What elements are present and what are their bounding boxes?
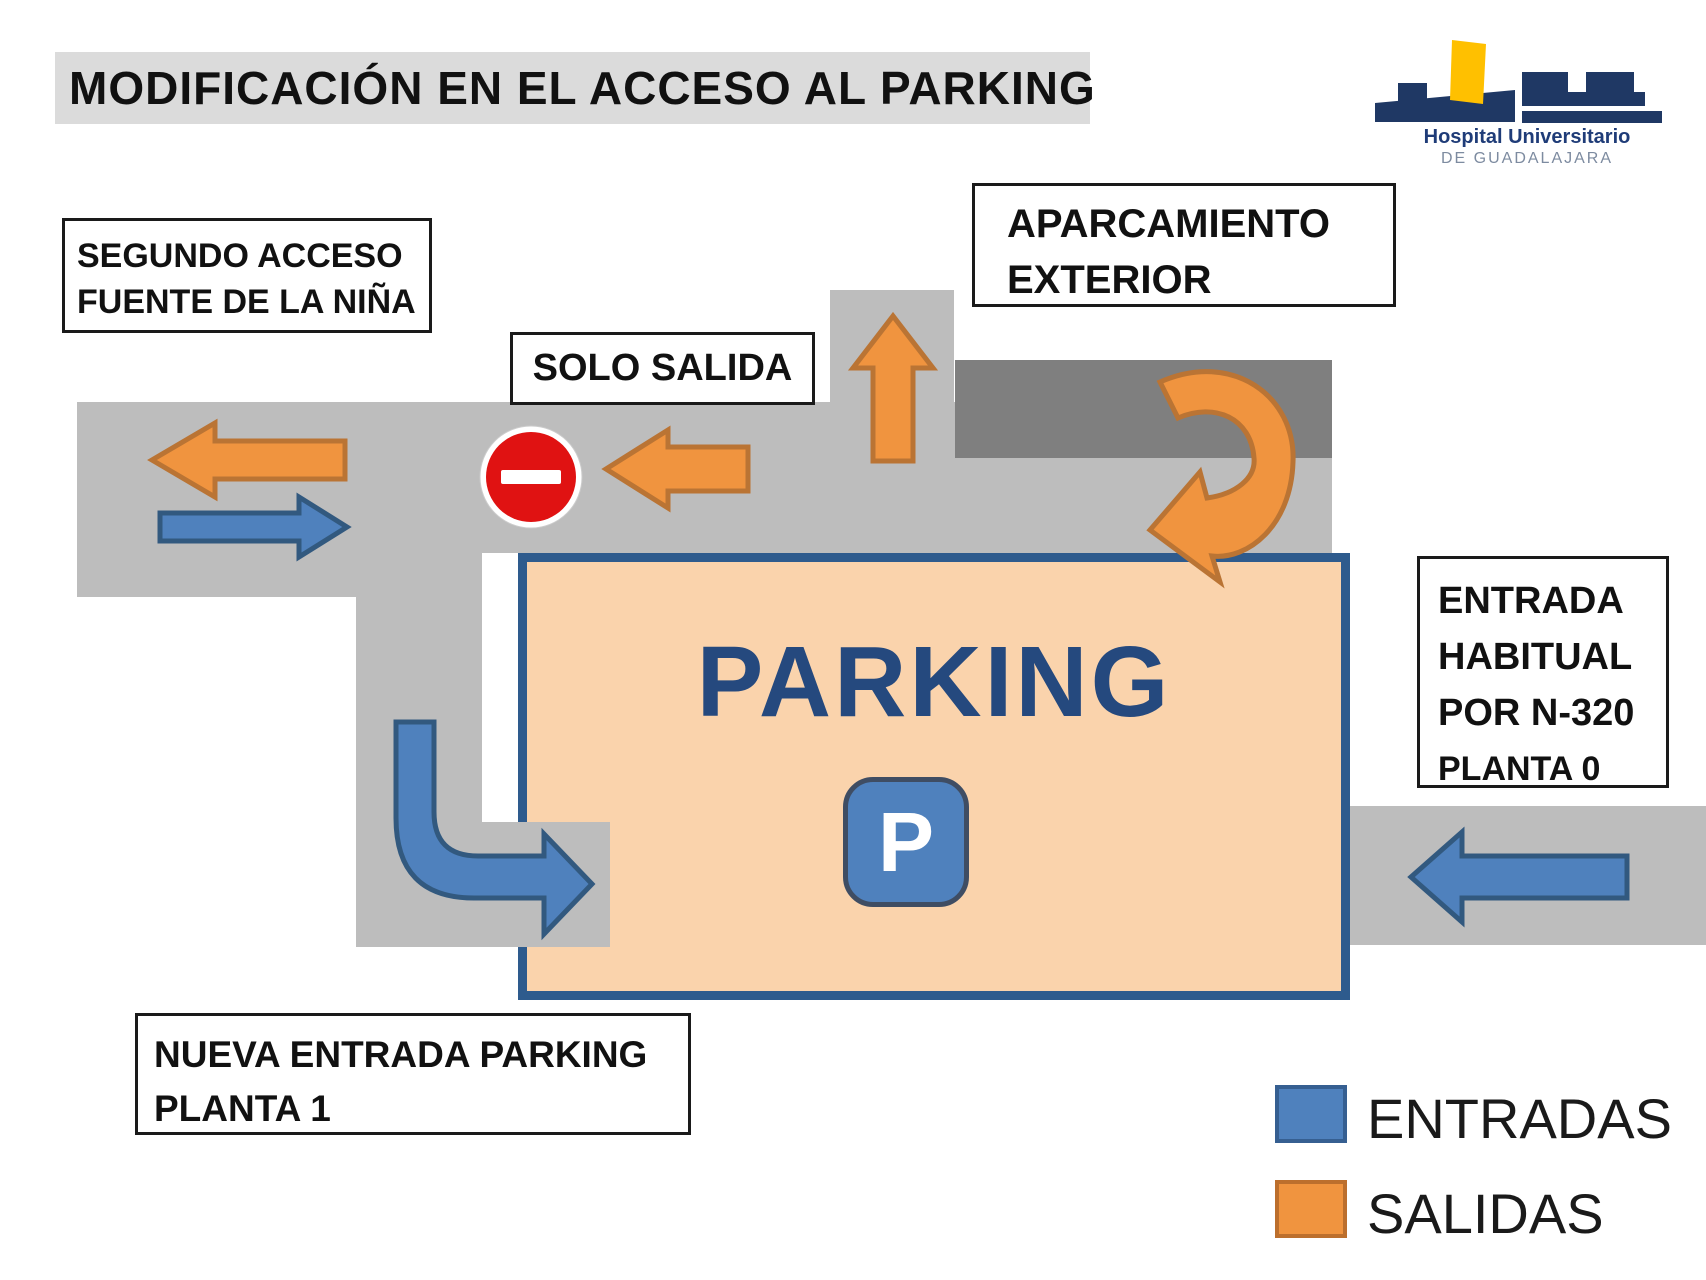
label-nueva-entrada: NUEVA ENTRADA PARKING PLANTA 1: [135, 1013, 691, 1135]
legend-entradas-swatch: [1275, 1085, 1347, 1143]
label-aparcamiento-exterior: APARCAMIENTO EXTERIOR: [972, 183, 1396, 307]
hospital-logo-name: Hospital Universitario: [1423, 126, 1631, 148]
exit-arrow-left-middle: [601, 425, 751, 513]
parking-p-letter: P: [877, 794, 935, 889]
label-entrada-line4: PLANTA 0: [1438, 750, 1601, 788]
label-segundo-line2: FUENTE DE LA NIÑA: [77, 283, 416, 321]
label-nueva-line2: PLANTA 1: [154, 1088, 331, 1129]
parking-title: PARKING: [696, 626, 1172, 738]
page-title-bar: MODIFICACIÓN EN EL ACCESO AL PARKING: [55, 52, 1095, 124]
entry-arrow-right-left-side: [157, 492, 352, 562]
exit-arrow-left-far: [147, 418, 348, 502]
parking-p-icon: P: [843, 777, 969, 907]
exit-arrow-uturn: [1146, 369, 1296, 589]
label-solo-salida-text: SOLO SALIDA: [532, 347, 793, 389]
entry-arrow-left-right-side: [1407, 826, 1630, 928]
label-nueva-line1: NUEVA ENTRADA PARKING: [154, 1034, 648, 1075]
label-entrada-line3: POR N-320: [1438, 692, 1635, 734]
legend-salidas-swatch: [1275, 1180, 1347, 1238]
page-title: MODIFICACIÓN EN EL ACCESO AL PARKING: [69, 62, 1096, 114]
hospital-logo-subname: DE GUADALAJARA: [1440, 150, 1614, 167]
hospital-logo-icon: [1375, 40, 1662, 123]
parking-area: [518, 553, 1350, 1000]
entry-arrow-curved-new-entrance: [393, 719, 596, 941]
label-aparcamiento-line2: EXTERIOR: [1007, 258, 1212, 302]
legend-entradas-label: ENTRADAS: [1367, 1087, 1672, 1150]
label-aparcamiento-line1: APARCAMIENTO: [1007, 202, 1330, 246]
no-entry-sign-icon: [479, 425, 583, 529]
label-segundo-line1: SEGUNDO ACCESO: [77, 237, 403, 275]
label-entrada-line2: HABITUAL: [1438, 636, 1633, 678]
label-entrada-line1: ENTRADA: [1438, 580, 1624, 622]
legend-salidas-label: SALIDAS: [1367, 1182, 1604, 1245]
exit-arrow-up: [847, 311, 939, 464]
label-segundo-acceso: SEGUNDO ACCESO FUENTE DE LA NIÑA: [62, 218, 432, 333]
label-solo-salida: SOLO SALIDA: [510, 332, 815, 405]
road-left-block: [77, 553, 356, 597]
label-entrada-habitual: ENTRADA HABITUAL POR N-320 PLANTA 0: [1417, 556, 1669, 788]
